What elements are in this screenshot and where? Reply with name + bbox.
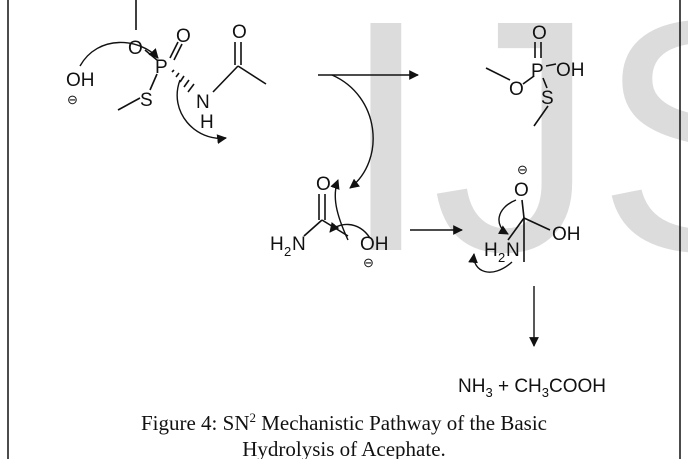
bond-p-o-double-b xyxy=(173,43,183,61)
bond-s-methyl-prod xyxy=(533,105,549,127)
curly-arrow-carbonyl xyxy=(330,179,349,241)
curly-arrow-oh-attack xyxy=(79,41,159,67)
watermark-text: IJS xyxy=(340,0,688,320)
bond-s-methyl xyxy=(117,97,141,111)
bond-p-o-double-a xyxy=(169,41,179,59)
atom-s: S xyxy=(140,90,153,111)
atom-o-carbonyl: O xyxy=(232,22,247,43)
bond-c-n-tetra xyxy=(507,217,525,241)
atom-oh-prod: OH xyxy=(556,60,585,81)
atom-o-ester: O xyxy=(128,38,143,59)
hydroxide-1-label: OH xyxy=(66,70,95,91)
tetra-o: O xyxy=(514,180,529,201)
hydroxide-2-label: OH xyxy=(360,234,389,255)
atom-h: H xyxy=(200,112,214,133)
bond-c-n-amide xyxy=(303,219,323,237)
atom-o-double-prod: O xyxy=(532,23,547,44)
atom-p: P xyxy=(155,57,168,78)
amide-n: N xyxy=(292,234,306,255)
curly-arrow-tetra-n xyxy=(468,253,513,273)
figure-caption: Figure 4: SN2 Mechanistic Pathway of the… xyxy=(10,405,678,459)
tetra-h: H xyxy=(484,240,498,261)
atom-o-amide: O xyxy=(316,174,331,195)
bond-p-s-prod xyxy=(542,77,548,89)
tetra-oh: OH xyxy=(552,224,581,245)
curly-arrow-pn-cleavage xyxy=(176,79,227,145)
bond-p-s xyxy=(149,73,158,91)
final-products: NH3 + CH3COOH xyxy=(458,376,606,400)
acephate-molecule: O P O S N H O xyxy=(117,0,267,133)
bond-methyl-o-prod xyxy=(485,67,511,81)
tetra-charge: ⊖ xyxy=(517,162,528,177)
phosphate-product: O P O OH S xyxy=(485,23,585,127)
curly-arrow-tetra-o xyxy=(497,199,517,235)
atom-s-prod: S xyxy=(541,88,554,109)
tetra-sub2: 2 xyxy=(498,250,505,265)
acetamide-molecule: O H 2 N xyxy=(270,174,349,259)
hydroxide-2: OH ⊖ xyxy=(360,234,389,270)
bond-n-c xyxy=(212,65,239,93)
amide-h: H xyxy=(270,234,284,255)
final-products-formula: NH3 + CH3COOH xyxy=(458,376,606,400)
tetrahedral-intermediate: ⊖ O OH H 2 N xyxy=(484,162,581,265)
bond-o-p-prod xyxy=(522,75,535,85)
hashed-wedge-p-n xyxy=(171,69,195,93)
hydroxide-1-charge: ⊖ xyxy=(67,92,78,107)
atom-o-double: O xyxy=(176,26,191,47)
bond-c-methyl xyxy=(237,65,267,85)
tetra-n: N xyxy=(506,240,520,261)
atom-p-prod: P xyxy=(531,61,544,82)
curved-arrow-to-amide xyxy=(331,74,374,189)
amide-sub2: 2 xyxy=(284,244,291,259)
caption-line-1: Figure 4: SN2 Mechanistic Pathway of the… xyxy=(140,410,548,435)
hydroxide-2-charge: ⊖ xyxy=(363,255,374,270)
hash-p-oh xyxy=(545,63,557,67)
bond-c-o-tetra xyxy=(521,199,525,219)
caption-line-2: Hydrolysis of Acephate. xyxy=(242,437,446,459)
curly-arrow-oh2-attack xyxy=(329,222,371,239)
atom-n: N xyxy=(196,92,210,113)
hydroxide-1: OH ⊖ xyxy=(66,70,95,107)
atom-o-prod: O xyxy=(509,79,524,100)
bond-c-oh-tetra xyxy=(523,217,551,231)
